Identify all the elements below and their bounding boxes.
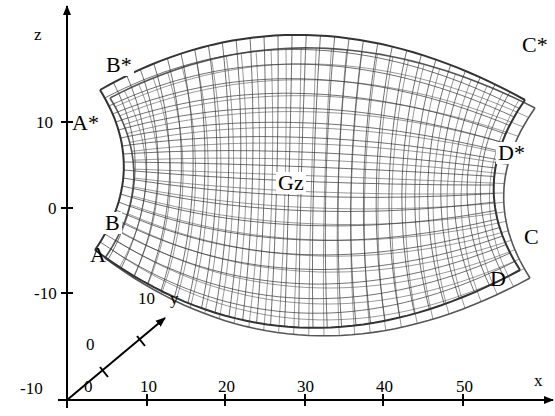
axis-label: 30 bbox=[297, 378, 314, 395]
mesh-line bbox=[134, 169, 505, 184]
axis-label: 10 bbox=[36, 114, 53, 131]
point-label: Gz bbox=[276, 172, 306, 194]
mesh-line bbox=[134, 178, 504, 194]
mesh-line bbox=[122, 186, 494, 212]
axis-label: z bbox=[34, 26, 42, 43]
mesh-line bbox=[113, 218, 503, 270]
mesh-line bbox=[100, 242, 515, 313]
point-label: B* bbox=[104, 54, 134, 76]
surface-mesh bbox=[95, 35, 535, 336]
mesh-line bbox=[132, 143, 508, 165]
mesh-line bbox=[123, 151, 495, 168]
point-label: D* bbox=[496, 142, 527, 164]
mesh-line bbox=[123, 178, 494, 197]
mesh-line bbox=[122, 137, 497, 160]
mesh-line bbox=[95, 250, 520, 328]
axis-label: 40 bbox=[376, 378, 393, 395]
axis-label: 10 bbox=[138, 290, 155, 307]
point-label: C* bbox=[522, 34, 548, 56]
mesh-line bbox=[105, 98, 134, 258]
mesh-line bbox=[127, 112, 514, 146]
mesh-line bbox=[100, 35, 525, 100]
axis-label: 0 bbox=[86, 336, 95, 353]
mesh-line bbox=[118, 108, 502, 143]
point-label: B bbox=[103, 212, 122, 234]
axis-label: x bbox=[534, 372, 543, 389]
mesh-line bbox=[95, 90, 124, 250]
axis-label: 50 bbox=[456, 378, 473, 395]
point-label: D bbox=[490, 268, 506, 290]
mesh-line bbox=[128, 214, 509, 257]
mesh-line bbox=[132, 196, 505, 225]
mesh-line bbox=[133, 84, 158, 277]
axis-label: -10 bbox=[34, 285, 57, 302]
point-label: C bbox=[524, 226, 539, 248]
axis-label: 0 bbox=[84, 378, 93, 395]
axis-label: 10 bbox=[140, 378, 157, 395]
mesh-line bbox=[119, 202, 498, 240]
mesh-line bbox=[121, 122, 500, 151]
axis-label: 20 bbox=[218, 378, 235, 395]
axis-label: y bbox=[170, 290, 179, 307]
mesh-line bbox=[124, 170, 494, 185]
axis-label: 0 bbox=[48, 200, 57, 217]
mesh-line bbox=[133, 187, 504, 209]
axes bbox=[58, 6, 553, 408]
mesh-line bbox=[109, 226, 506, 284]
mesh-line bbox=[133, 158, 506, 174]
point-label: A bbox=[90, 244, 106, 266]
mesh-line bbox=[109, 64, 514, 117]
mesh-line bbox=[116, 210, 500, 255]
mesh-line bbox=[113, 79, 510, 126]
axis-label: -10 bbox=[20, 380, 43, 397]
point-label: A* bbox=[72, 112, 99, 134]
